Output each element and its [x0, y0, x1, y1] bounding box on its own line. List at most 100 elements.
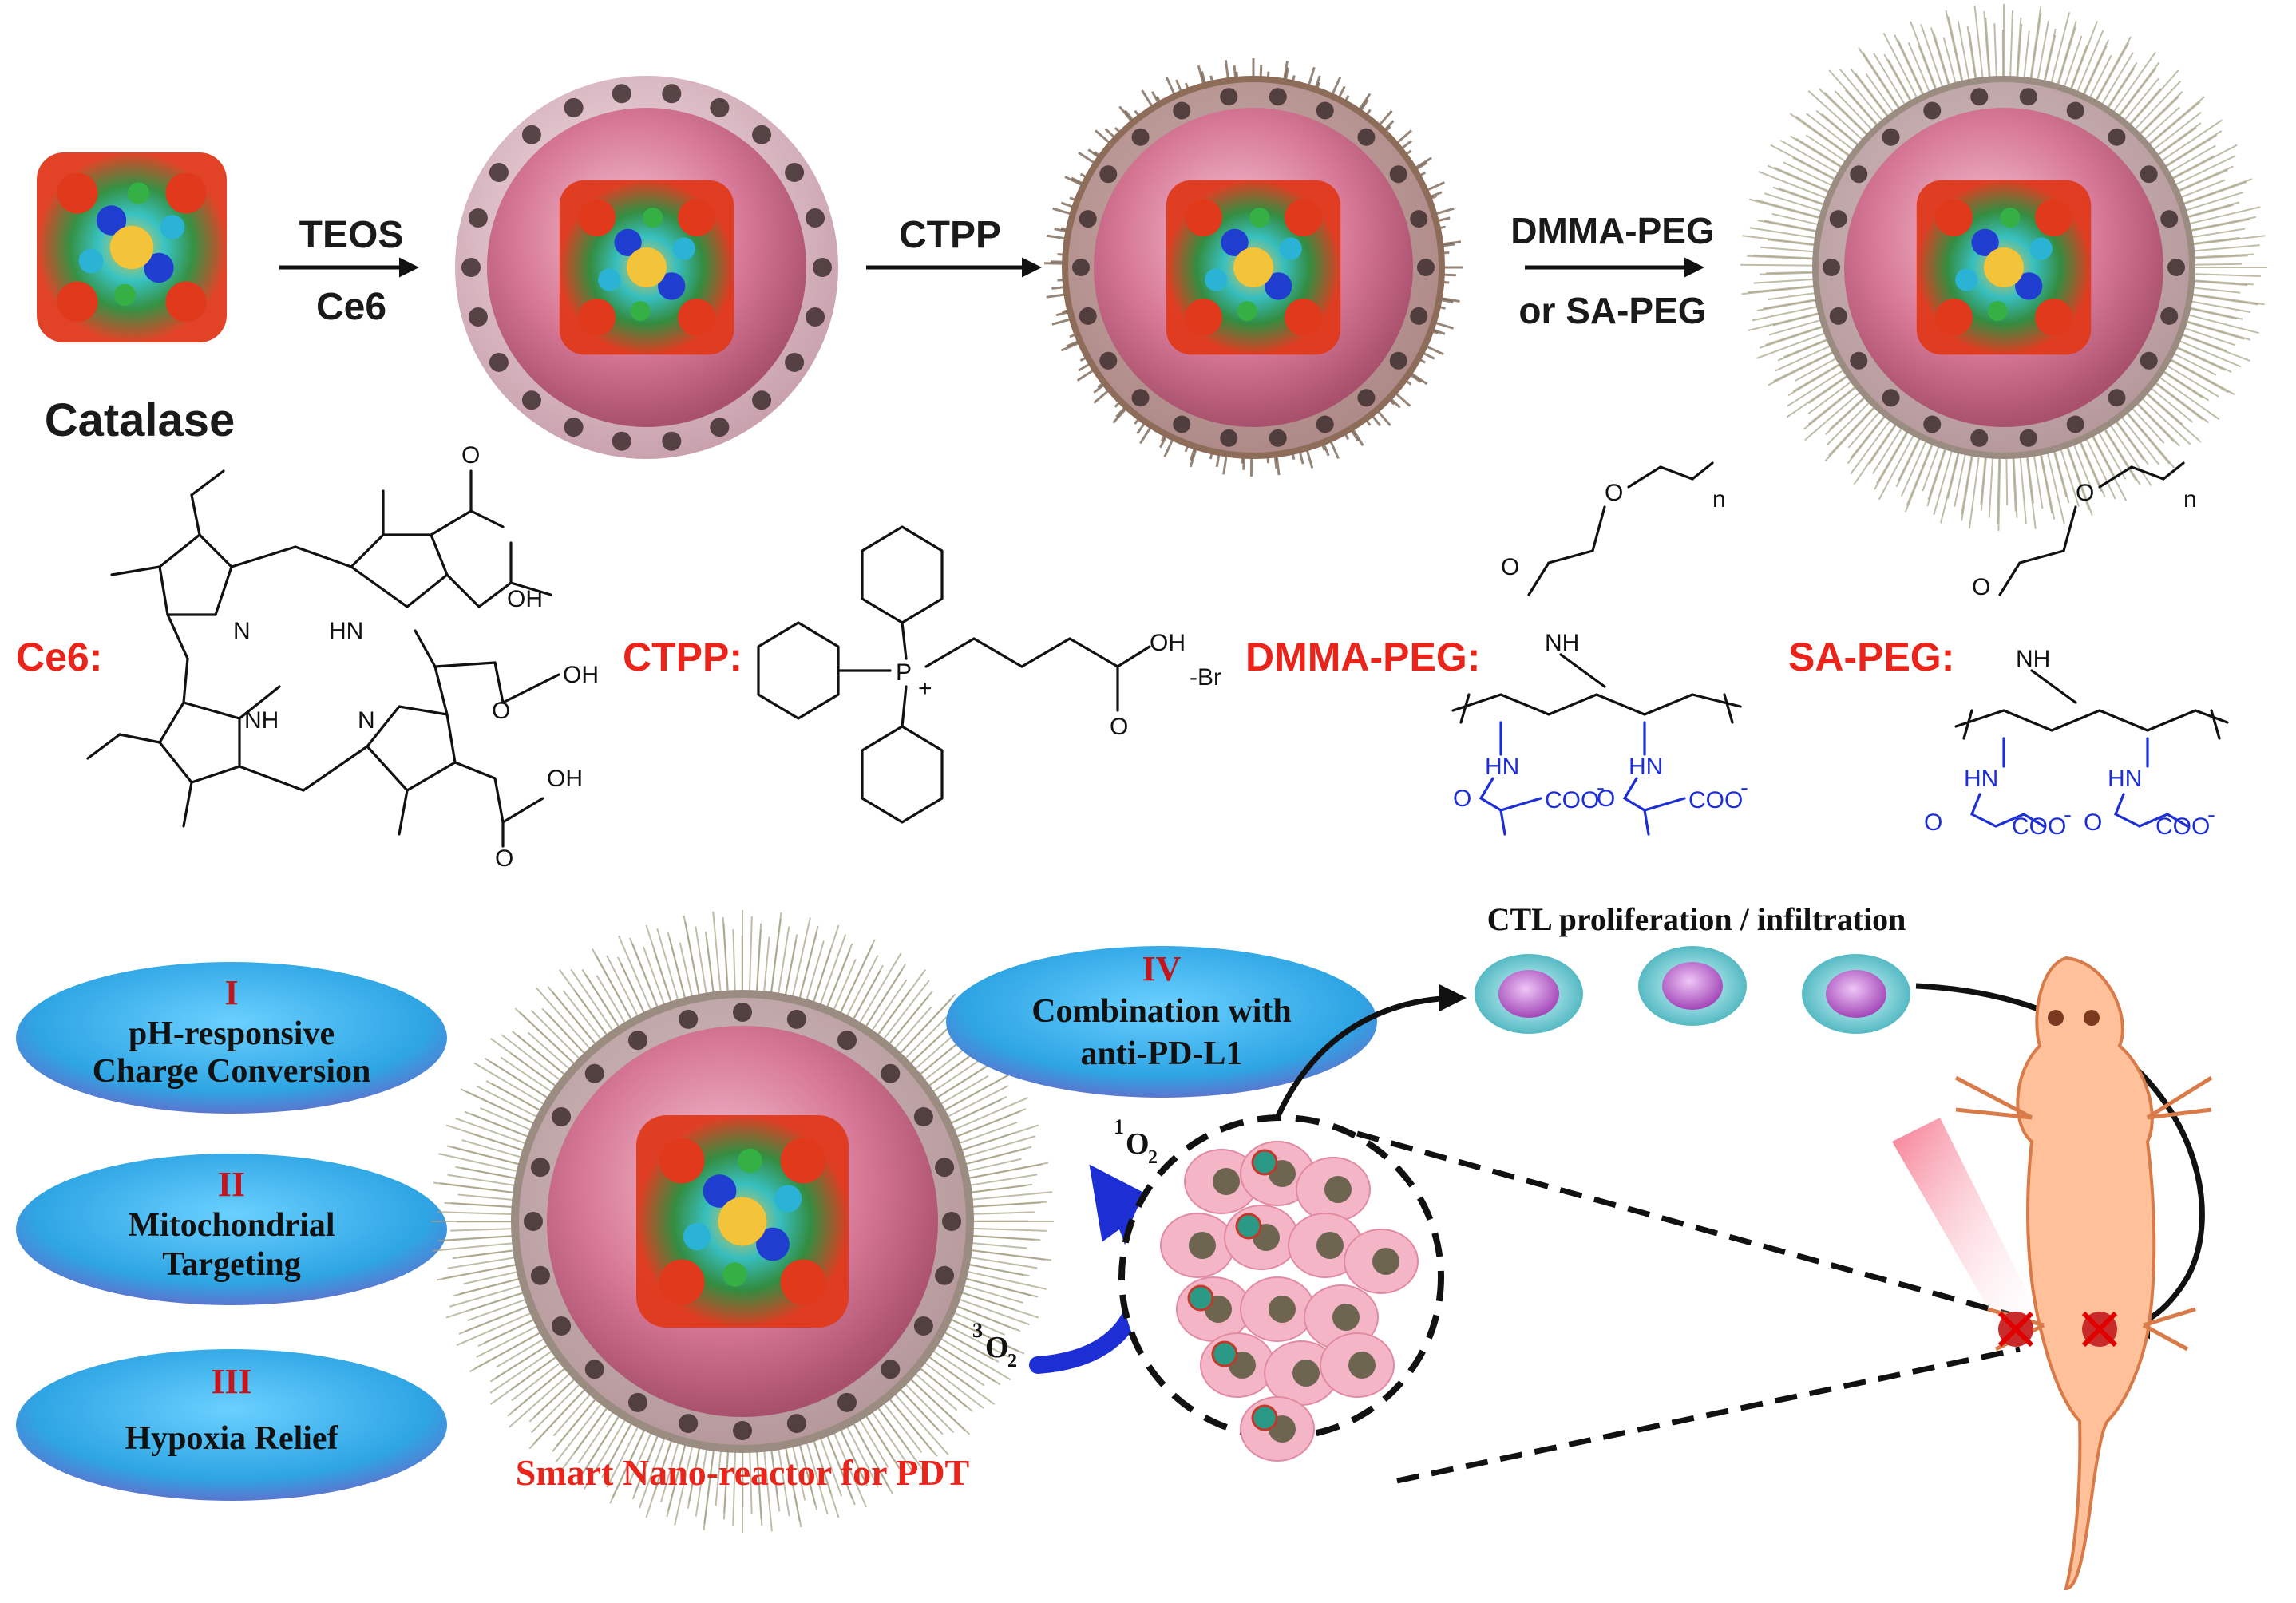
tumor-circle: [1118, 1114, 1444, 1462]
ce6-n-atom: N: [233, 618, 251, 644]
dmma-peg-structure: O n O NH HN HN O COO - O COO -: [1451, 461, 1748, 836]
dmma-n-index: n: [1712, 486, 1726, 513]
sa-o-amide: O: [1972, 574, 1990, 600]
catalase-particle: [36, 152, 227, 342]
sa-nh: NH: [2016, 646, 2050, 672]
step3-top-label: DMMA-PEG: [1510, 210, 1715, 251]
mouse-illustration: [1954, 956, 2213, 1591]
ctpp-particle: [1044, 58, 1463, 477]
step1-top-label: TEOS: [299, 214, 404, 256]
ce6-o1: O: [461, 442, 480, 469]
feature-4-numeral: IV: [1142, 949, 1182, 988]
feature-2-numeral: II: [218, 1165, 245, 1204]
sa-hn2: HN: [2108, 766, 2142, 792]
feature-3-line1: Hypoxia Relief: [125, 1420, 338, 1457]
triplet-oxygen-label: 3 O 2: [972, 1319, 1017, 1371]
nanoreactor-caption: Smart Nano-reactor for PDT: [516, 1452, 970, 1493]
step3-bottom-label: or SA-PEG: [1518, 290, 1706, 331]
ce6-oh1: OH: [507, 586, 543, 612]
dmma-o1: O: [1453, 786, 1471, 812]
feature-1-numeral: I: [224, 973, 238, 1012]
dmma-coo1: COO: [1545, 787, 1599, 813]
dmma-hn1: HN: [1485, 754, 1519, 780]
sa-peg-label: SA-PEG:: [1788, 635, 1954, 679]
laser-beam: [1892, 1118, 2044, 1349]
tumor-cells: [1160, 1141, 1419, 1462]
ce6-nh-atom: NH: [244, 707, 279, 734]
feature-ellipse-2: II Mitochondrial Targeting: [16, 1154, 447, 1305]
sa-minus2: -: [2207, 802, 2215, 828]
feature-1-line1: pH-responsive: [129, 1015, 335, 1052]
sa-o1: O: [1924, 809, 1942, 836]
dmma-minus2: -: [1740, 774, 1748, 801]
sa-n-index: n: [2183, 486, 2197, 513]
sa-coo1: COO: [2012, 813, 2066, 840]
ctpp-plus-sign: +: [918, 675, 932, 702]
ce6-label: Ce6:: [16, 635, 102, 679]
sa-coo2: COO: [2155, 813, 2210, 840]
dmma-o-amide: O: [1501, 554, 1519, 580]
silica-pores: [524, 1003, 961, 1440]
triplet-oxygen-sub: 2: [1007, 1351, 1017, 1371]
step2-label: CTPP: [899, 214, 1001, 256]
peg-particle: [1740, 4, 2267, 531]
ctpp-br: -Br: [1190, 664, 1221, 691]
dmma-hn2: HN: [1629, 754, 1663, 780]
silica-shell-particle: [455, 76, 838, 459]
singlet-oxygen-label: 1 O 2: [1114, 1115, 1158, 1168]
nanoreactor-particle: [431, 910, 1054, 1533]
zoom-line-top: [1356, 1130, 2021, 1320]
silica-pores: [1823, 88, 2185, 447]
ce6-hn-atom: HN: [329, 618, 363, 644]
sa-o2: O: [2084, 809, 2102, 836]
dmma-o2: O: [1597, 786, 1615, 812]
singlet-oxygen-symbol: O: [1126, 1127, 1150, 1161]
feature-2-line2: Targeting: [162, 1246, 300, 1283]
feature-ellipse-3: III Hypoxia Relief: [16, 1349, 447, 1501]
sa-peg-structure: O n O NH HN HN O COO - O COO -: [1924, 461, 2229, 840]
feature-ellipse-1: I pH-responsive Charge Conversion: [16, 962, 447, 1114]
sa-minus1: -: [2064, 802, 2072, 828]
singlet-oxygen-sup: 1: [1114, 1115, 1124, 1138]
ce6-oh2: OH: [563, 662, 599, 688]
ctpp-label: CTPP:: [623, 635, 742, 679]
ctpp-structure: P + OH O -Br: [757, 525, 1221, 824]
feature-4-line1: Combination with: [1031, 993, 1292, 1030]
ctl-cell-2: [1638, 946, 1747, 1026]
dmma-coo2: COO: [1688, 787, 1743, 813]
feature-3-numeral: III: [211, 1362, 251, 1401]
triplet-oxygen-symbol: O: [985, 1331, 1009, 1364]
nanoreactor-brush: [431, 910, 1054, 1533]
feature-ellipse-4: IV Combination with anti-PD-L1: [946, 946, 1377, 1098]
sa-hn1: HN: [1964, 766, 1998, 792]
feature-2-line1: Mitochondrial: [129, 1207, 335, 1244]
ctl-cell-1: [1475, 954, 1583, 1034]
feature-4-line2: anti-PD-L1: [1081, 1035, 1243, 1072]
ce6-o3: O: [495, 845, 513, 872]
zoom-line-bottom: [1396, 1346, 2021, 1484]
ctpp-oh: OH: [1150, 630, 1186, 656]
silica-pores: [461, 84, 832, 451]
dmma-minus1: -: [1597, 774, 1605, 801]
ctpp-p-atom: P: [896, 659, 912, 686]
step1-bottom-label: Ce6: [316, 286, 386, 328]
dmma-o-ether: O: [1605, 480, 1623, 506]
singlet-oxygen-sub: 2: [1148, 1147, 1158, 1168]
feature-1-line2: Charge Conversion: [93, 1053, 371, 1090]
ce6-oh3: OH: [547, 766, 583, 792]
dmma-nh: NH: [1545, 630, 1579, 656]
ctl-label: CTL proliferation / infiltration: [1487, 901, 1906, 937]
ce6-structure: N HN NH N OH OH OH O O O: [86, 442, 599, 872]
ctl-recruit-arrow: [1274, 984, 1467, 1119]
triplet-oxygen-sup: 3: [972, 1319, 983, 1342]
ce6-n2-atom: N: [358, 707, 375, 734]
ce6-o2: O: [492, 698, 510, 724]
peg-brush: [1740, 4, 2267, 531]
ctl-cell-3: [1802, 954, 1910, 1034]
sa-o-ether: O: [2076, 480, 2094, 506]
catalase-label: Catalase: [45, 394, 236, 446]
dmma-peg-label: DMMA-PEG:: [1245, 635, 1480, 679]
silica-pores: [1072, 88, 1435, 447]
ctpp-o: O: [1110, 714, 1128, 740]
